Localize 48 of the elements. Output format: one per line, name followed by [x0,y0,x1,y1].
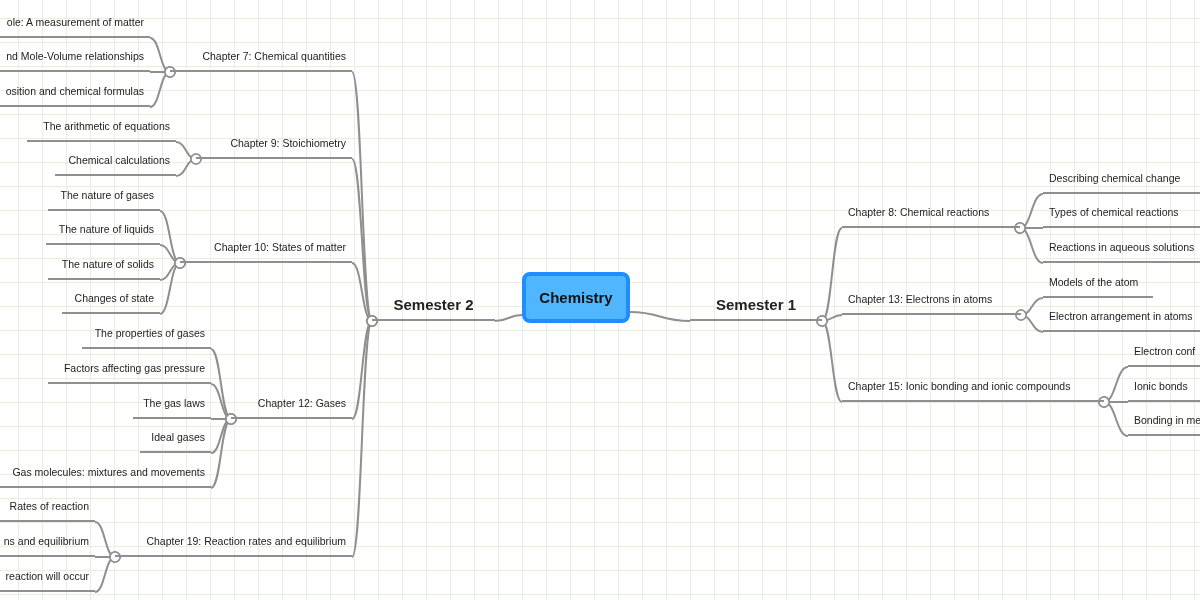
topic-label: Rates of reaction [9,499,89,513]
topic-label: osition and chemical formulas [5,84,144,98]
topic-label: nd Mole-Volume relationships [6,49,144,63]
topic-label: Chapter 10: States of matter [214,240,346,254]
topic-label: reaction will occur [5,569,89,583]
topic-label: Types of chemical reactions [1049,205,1179,219]
branch-line [175,153,202,177]
branch-line [1014,222,1044,264]
branch-line [351,315,378,558]
branch-label: Semester 1 [715,296,797,314]
topic-label: The nature of solids [61,257,154,271]
branch-line [1015,309,1044,333]
topic-label: Models of the atom [1049,275,1139,289]
topic-label: Electron arrangement in atoms [1049,309,1193,323]
branch-line [816,315,843,403]
topic-label: The nature of liquids [58,222,154,236]
topic-label: The properties of gases [94,326,205,340]
topic-label: Reactions in aqueous solutions [1049,240,1195,254]
topic-label: Chapter 13: Electrons in atoms [848,292,993,306]
topic-label: Gas molecules: mixtures and movements [12,465,205,479]
topic-label: The arithmetic of equations [43,119,170,133]
topic-label: Ideal gases [151,430,205,444]
topic-label: Describing chemical change [1049,171,1181,185]
branch-line [94,551,121,593]
topic-label: ns and equilibrium [3,534,89,548]
central-topic-box: Chemistry [522,272,630,323]
branch-line [210,413,237,489]
branch-line [159,257,186,315]
topic-label: Chapter 8: Chemical reactions [848,205,990,219]
topic-label: The nature of gases [60,188,154,202]
topic-label: Chapter 9: Stoichiometry [230,136,346,150]
branch-line [149,66,176,108]
topic-label: Factors affecting gas pressure [63,361,205,375]
topic-label: Ionic bonds [1134,379,1188,393]
topic-label: Bonding in me [1134,413,1200,427]
branch-line [629,311,691,322]
topic-label: Chapter 7: Chemical quantities [202,49,346,63]
branch-label: Semester 2 [393,296,474,314]
topic-label: Chemical calculations [68,153,170,167]
topic-label: Chapter 19: Reaction rates and equilibrium [146,534,346,548]
topic-label: Changes of state [74,291,154,305]
branch-line [1098,396,1129,437]
topic-label: Chapter 12: Gases [257,396,346,410]
branch-line [494,314,523,322]
topic-label: Chapter 15: Ionic bonding and ionic compounds [848,379,1071,393]
topic-label: ole: A measurement of matter [6,15,144,29]
topic-label: The gas laws [143,396,205,410]
topic-label: Electron conf [1134,344,1196,358]
